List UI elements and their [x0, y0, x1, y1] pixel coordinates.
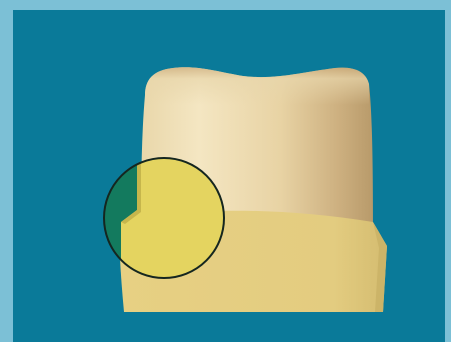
tooth-illustration — [13, 10, 445, 342]
illustration-panel — [13, 10, 445, 342]
tooth-top-shading — [145, 67, 369, 105]
